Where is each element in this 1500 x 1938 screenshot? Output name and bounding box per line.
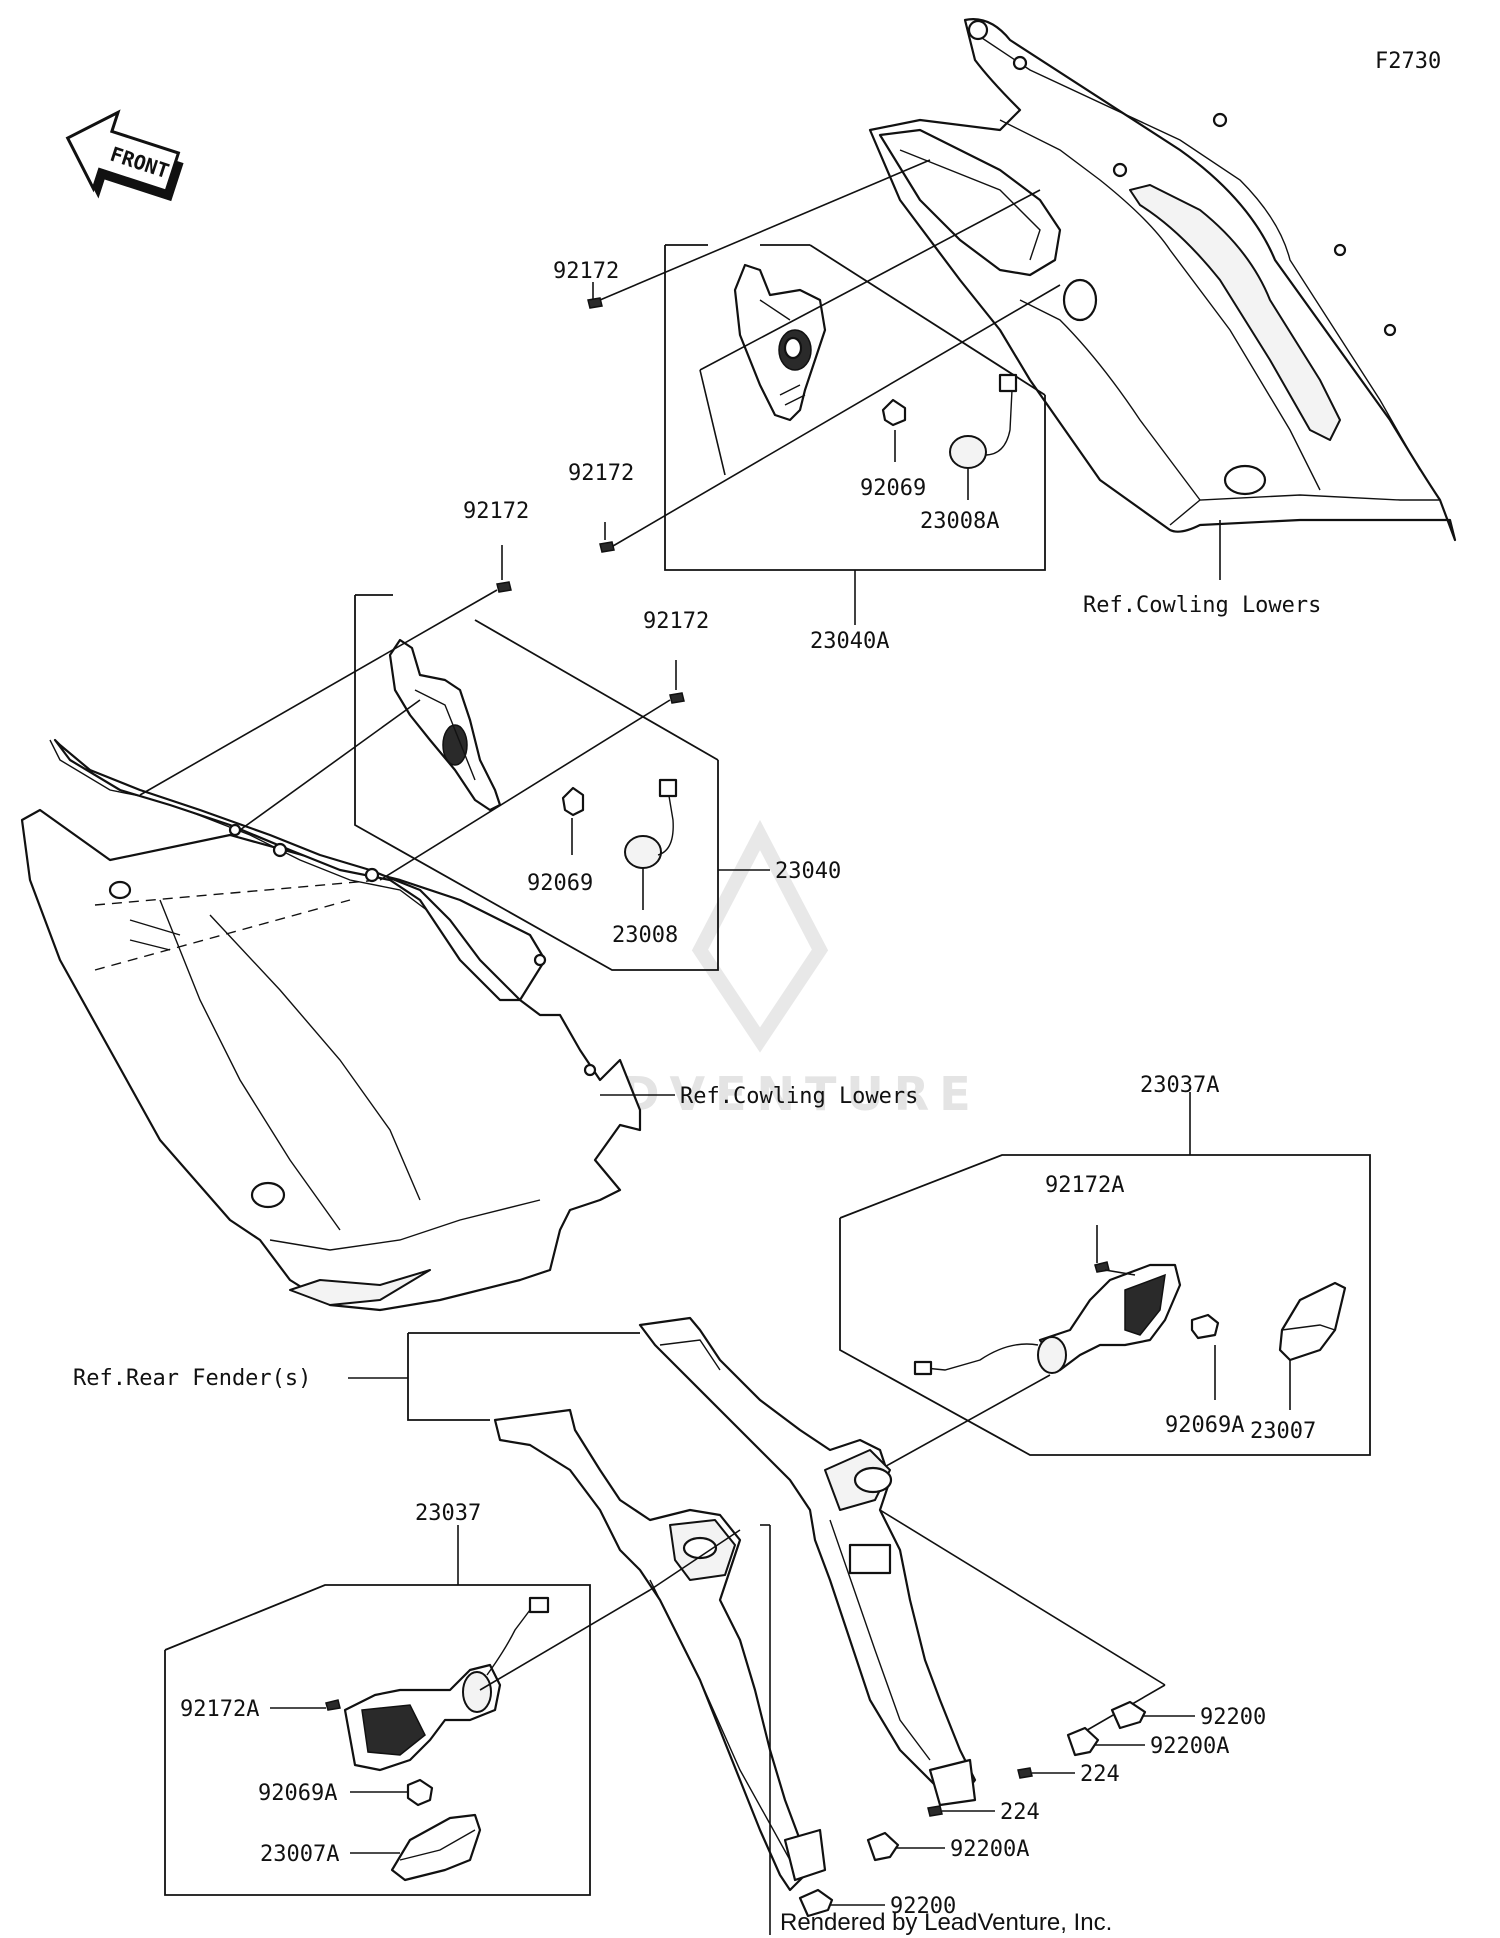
callout-92069-front-right: 92069 <box>860 476 926 501</box>
rear-turn-signal-left <box>343 1596 550 1772</box>
rear-signal-box-23037A <box>839 1092 1371 1456</box>
callout-23007A: 23007A <box>260 1842 339 1867</box>
callout-92172-d: 92172 <box>643 609 709 634</box>
cowling-right-ref <box>868 18 1457 542</box>
callout-92200-right: 92200 <box>1200 1705 1266 1730</box>
screw-92172-d <box>669 692 685 704</box>
screw-92172-a <box>587 297 603 309</box>
diagram-id: F2730 <box>1375 49 1441 74</box>
rear-turn-signal-right <box>913 1263 1182 1376</box>
render-credit: Rendered by LeadVenture, Inc. <box>780 1909 1112 1936</box>
callout-23040: 23040 <box>775 859 841 884</box>
callout-23008: 23008 <box>612 923 678 948</box>
cowling-left-ref <box>20 738 642 1312</box>
callout-92172A-right: 92172A <box>1045 1173 1124 1198</box>
bulb-92069A-right <box>1190 1313 1220 1340</box>
lens-23007A <box>390 1813 482 1882</box>
clip-92200A-left <box>866 1831 900 1862</box>
socket-23008 <box>624 778 678 869</box>
callout-92200A-right: 92200A <box>1150 1734 1229 1759</box>
front-arrow-icon: FRONT <box>65 109 184 202</box>
lens-23007 <box>1278 1281 1347 1362</box>
washer-92200-right <box>1110 1700 1147 1730</box>
callout-92172A-left: 92172A <box>180 1697 259 1722</box>
callout-224-right: 224 <box>1080 1762 1120 1787</box>
clip-92200A-right <box>1066 1726 1100 1757</box>
screw-224-right <box>1017 1767 1033 1779</box>
callout-ref-rear-fender: Ref.Rear Fender(s) <box>73 1366 311 1391</box>
callout-224-left: 224 <box>1000 1800 1040 1825</box>
callout-23037: 23037 <box>415 1501 481 1526</box>
bulb-92069-right <box>881 398 907 427</box>
callout-92172-b: 92172 <box>568 461 634 486</box>
bulb-92069-left <box>561 786 585 817</box>
callout-92069A-right: 92069A <box>1165 1413 1244 1438</box>
lamp-assembly-box-23040 <box>354 594 770 971</box>
rear-fender-ref-bracket <box>348 1332 640 1421</box>
callout-92200A-left: 92200A <box>950 1837 1029 1862</box>
callout-ref-cowling-lowers-upper: Ref.Cowling Lowers <box>1083 593 1321 618</box>
callout-23008A: 23008A <box>920 509 999 534</box>
callout-92069-front-left: 92069 <box>527 871 593 896</box>
rear-fender-stay-left <box>493 1408 827 1892</box>
front-turn-signal-housing-left <box>388 638 502 812</box>
screw-224-left <box>927 1805 943 1817</box>
callout-23037A: 23037A <box>1140 1073 1219 1098</box>
callout-92200-left: 92200 <box>890 1894 956 1919</box>
callout-92172-a: 92172 <box>553 259 619 284</box>
bulb-92069A-left <box>406 1778 434 1807</box>
screw-92172-b <box>599 541 615 553</box>
front-turn-signal-housing-right <box>733 263 827 422</box>
screw-92172A-left <box>325 1699 341 1711</box>
socket-23008A <box>949 373 1018 469</box>
callout-23007: 23007 <box>1250 1419 1316 1444</box>
lamp-assembly-box-23040A <box>664 244 1046 625</box>
rear-fender-stay-right <box>638 1316 977 1807</box>
callout-92172-c: 92172 <box>463 499 529 524</box>
callout-23040A: 23040A <box>810 629 889 654</box>
callout-ref-cowling-lowers-lower: Ref.Cowling Lowers <box>680 1084 918 1109</box>
rear-signal-box-23037 <box>164 1525 591 1896</box>
screw-92172-c <box>496 581 512 593</box>
callout-92069A-left: 92069A <box>258 1781 337 1806</box>
